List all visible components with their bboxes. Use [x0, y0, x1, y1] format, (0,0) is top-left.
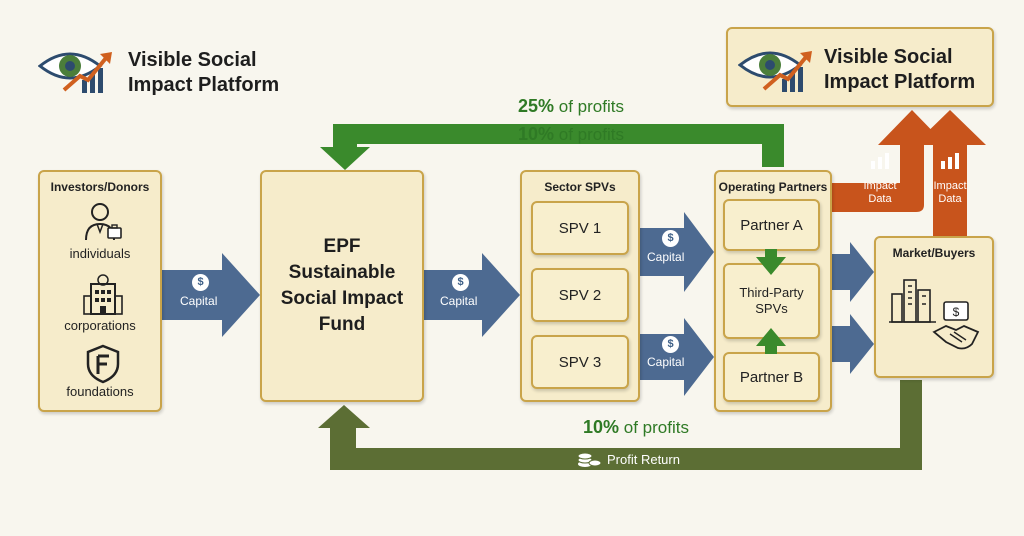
partners-title: Operating Partners: [718, 180, 828, 194]
impact-data-label-partners: Impact Data: [855, 180, 905, 206]
impact-data-label-market: Impact Data: [925, 180, 975, 206]
third-party-line2: SPVs: [755, 301, 788, 316]
capital-label-spv3: Capital: [647, 355, 685, 369]
capital-arrow-spv1: [640, 212, 714, 292]
spv-1-box: SPV 1: [531, 201, 629, 255]
eye-growth-logo-icon: [738, 51, 812, 92]
capital-label-investors: Capital: [180, 294, 218, 308]
impact-arrow-partners: [832, 110, 946, 212]
logo-right-text: Visible Social Impact Platform: [824, 45, 975, 95]
third-party-spvs-box: Third-Party SPVs: [723, 263, 820, 339]
bottom-pct: 10%: [583, 417, 620, 437]
spvs-title: Sector SPVs: [544, 180, 616, 194]
city-icon: [889, 279, 936, 323]
third-party-line1: Third-Party: [739, 285, 804, 300]
capital-coin-icon: $: [452, 274, 469, 291]
svg-text:$: $: [953, 305, 960, 319]
investor-item-foundations: foundations: [66, 384, 134, 399]
visible-impact-platform-box: Visible Social Impact Platform: [726, 27, 994, 107]
bottom-return-loop-arrow: [318, 380, 922, 470]
epf-line4: Fund: [318, 314, 366, 335]
shield-f-icon: [86, 344, 120, 384]
epf-fund-box: EPF Sustainable Social Impact Fund: [260, 170, 424, 402]
top-profit-10: 10% of profits: [518, 124, 624, 145]
capital-coin-icon: $: [192, 274, 209, 291]
logo-right-line1: Visible Social: [824, 46, 953, 68]
partner-to-market-arrow-1: [832, 242, 874, 302]
investor-item-individuals: individuals: [69, 246, 131, 261]
coins-icon: [577, 452, 602, 467]
partner-a-box: Partner A: [723, 199, 820, 251]
impact-line1: Impact: [933, 180, 967, 192]
impact-arrow-market: [914, 110, 986, 238]
impact-line1: Impact: [863, 180, 897, 192]
epf-line1: EPF: [323, 236, 361, 257]
investors-title: Investors/Donors: [50, 180, 150, 194]
top-profit-25: 25% of profits: [518, 96, 624, 117]
handshake-icon: $: [932, 301, 980, 350]
logo-left-line1: Visible Social: [128, 49, 257, 71]
bar-chart-icon: [871, 153, 889, 169]
investor-item-corporations: corporations: [64, 318, 136, 333]
market-title: Market/Buyers: [892, 246, 976, 260]
partner-b-box: Partner B: [723, 352, 820, 402]
top-pct-1: 25%: [518, 96, 555, 116]
eye-growth-logo-icon: [38, 52, 112, 93]
top-profit-loop-arrow: [320, 124, 784, 170]
epf-line2: Sustainable: [288, 262, 396, 283]
bar-chart-icon: [941, 153, 959, 169]
top-pct-2: 10%: [518, 124, 555, 144]
capital-coin-icon: $: [662, 336, 679, 353]
capital-label-spv1: Capital: [647, 250, 685, 264]
investors-donors-box: Investors/Donors individuals corporation…: [38, 170, 162, 412]
logo-right-line2: Impact Platform: [824, 71, 976, 93]
spv-3-box: SPV 3: [531, 335, 629, 389]
partner-to-market-arrow-2: [832, 314, 874, 374]
impact-line2: Data: [938, 193, 962, 205]
person-icon: [85, 203, 122, 241]
market-buyers-box: Market/Buyers $: [874, 236, 994, 378]
top-text-2: of profits: [558, 125, 624, 144]
capital-arrow-fund: [424, 253, 520, 337]
spv-2-box: SPV 2: [531, 268, 629, 322]
capital-coin-icon: $: [662, 230, 679, 247]
capital-label-fund: Capital: [440, 294, 478, 308]
epf-fund-title: EPF Sustainable Social Impact Fund: [262, 234, 422, 338]
impact-line2: Data: [868, 193, 892, 205]
logo-left-line2: Impact Platform: [128, 74, 280, 96]
capital-arrow-investors: [162, 253, 260, 337]
bottom-profit-10: 10% of profits: [583, 417, 689, 438]
top-text-1: of profits: [558, 97, 624, 116]
bottom-text: of profits: [623, 418, 689, 437]
profit-return-label: Profit Return: [607, 452, 680, 467]
capital-arrow-spv3: [640, 318, 714, 396]
logo-left-text: Visible Social Impact Platform: [128, 48, 279, 98]
building-icon: [83, 274, 123, 315]
epf-line3: Social Impact: [280, 288, 404, 309]
